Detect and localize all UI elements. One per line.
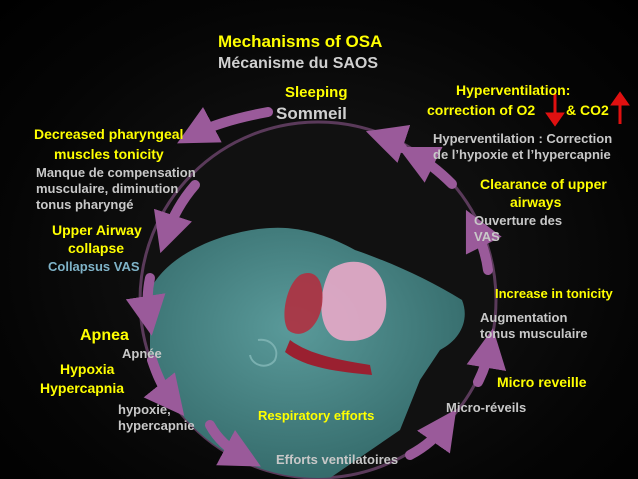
decreased-label-2: muscles tonicity <box>54 146 164 162</box>
hypoxia-fr-1: hypoxie, <box>118 402 171 417</box>
hypoxia-label-2: Hypercapnia <box>40 380 125 396</box>
arrow-tonicity-to-clearance <box>465 209 502 275</box>
arrow-decreased-to-collapse <box>153 180 200 254</box>
collapse-fr: Collapsus VAS <box>48 259 140 274</box>
resp-fr: Efforts ventilatoires <box>276 452 399 467</box>
micro-fr: Micro-réveils <box>446 400 527 415</box>
clearance-fr-2: VAS <box>474 229 500 244</box>
arrow-resp-to-micro <box>405 409 457 460</box>
head-illustration <box>150 227 465 478</box>
down-arrow-icon <box>545 94 565 127</box>
decreased-label-1: Decreased pharyngeal <box>34 126 184 142</box>
arrow-apnea-to-hypoxia <box>143 355 185 417</box>
decreased-fr-3: tonus pharyngé <box>36 197 134 212</box>
clearance-label-2: airways <box>510 194 562 210</box>
title-fr: Mécanisme du SAOS <box>218 55 379 72</box>
decreased-fr-1: Manque de compensation <box>36 165 196 180</box>
hyperventilation-fr-1: Hyperventilation : Correction <box>433 131 613 146</box>
arrow-sleep-to-decreased <box>177 107 273 144</box>
clearance-label-1: Clearance of upper <box>480 176 607 192</box>
hyperventilation-fr-2: de l’hypoxie et l’hypercapnie <box>433 147 611 162</box>
collapse-label-2: collapse <box>68 240 125 256</box>
hyperventilation-co2: & CO2 <box>566 102 609 118</box>
clearance-fr-1: Ouverture des <box>474 213 563 228</box>
up-arrow-icon <box>610 91 630 124</box>
arrow-collapse-to-apnea <box>125 273 166 336</box>
arrow-hyperventilation-to-sleep <box>365 124 411 163</box>
micro-label: Micro reveille <box>497 374 587 390</box>
apnea-label: Apnea <box>80 327 129 344</box>
resp-label: Respiratory efforts <box>258 408 375 423</box>
cycle-arrows <box>125 107 507 467</box>
arrow-clearance-to-hyperventilation <box>397 146 457 189</box>
arrow-hypoxia-to-resp <box>205 420 261 467</box>
decreased-fr-2: musculaire, diminution <box>36 181 179 196</box>
hypoxia-label-1: Hypoxia <box>60 361 115 377</box>
title: Mechanisms of OSA <box>218 32 383 51</box>
hyperventilation-label-1: Hyperventilation: <box>456 82 571 98</box>
hyperventilation-label-2: correction of O2 <box>427 102 536 118</box>
collapse-label-1: Upper Airway <box>52 222 142 238</box>
sleeping-fr: Sommeil <box>276 104 347 123</box>
apnea-fr: Apnée <box>122 346 162 361</box>
sleeping-label: Sleeping <box>285 84 348 101</box>
tonicity-label: Increase in tonicity <box>495 286 613 301</box>
tonicity-fr-1: Augmentation <box>480 310 568 325</box>
tonicity-fr-2: tonus musculaire <box>480 326 588 341</box>
hypoxia-fr-2: hypercapnie <box>118 418 195 433</box>
arrow-micro-to-tonicity <box>466 328 507 387</box>
